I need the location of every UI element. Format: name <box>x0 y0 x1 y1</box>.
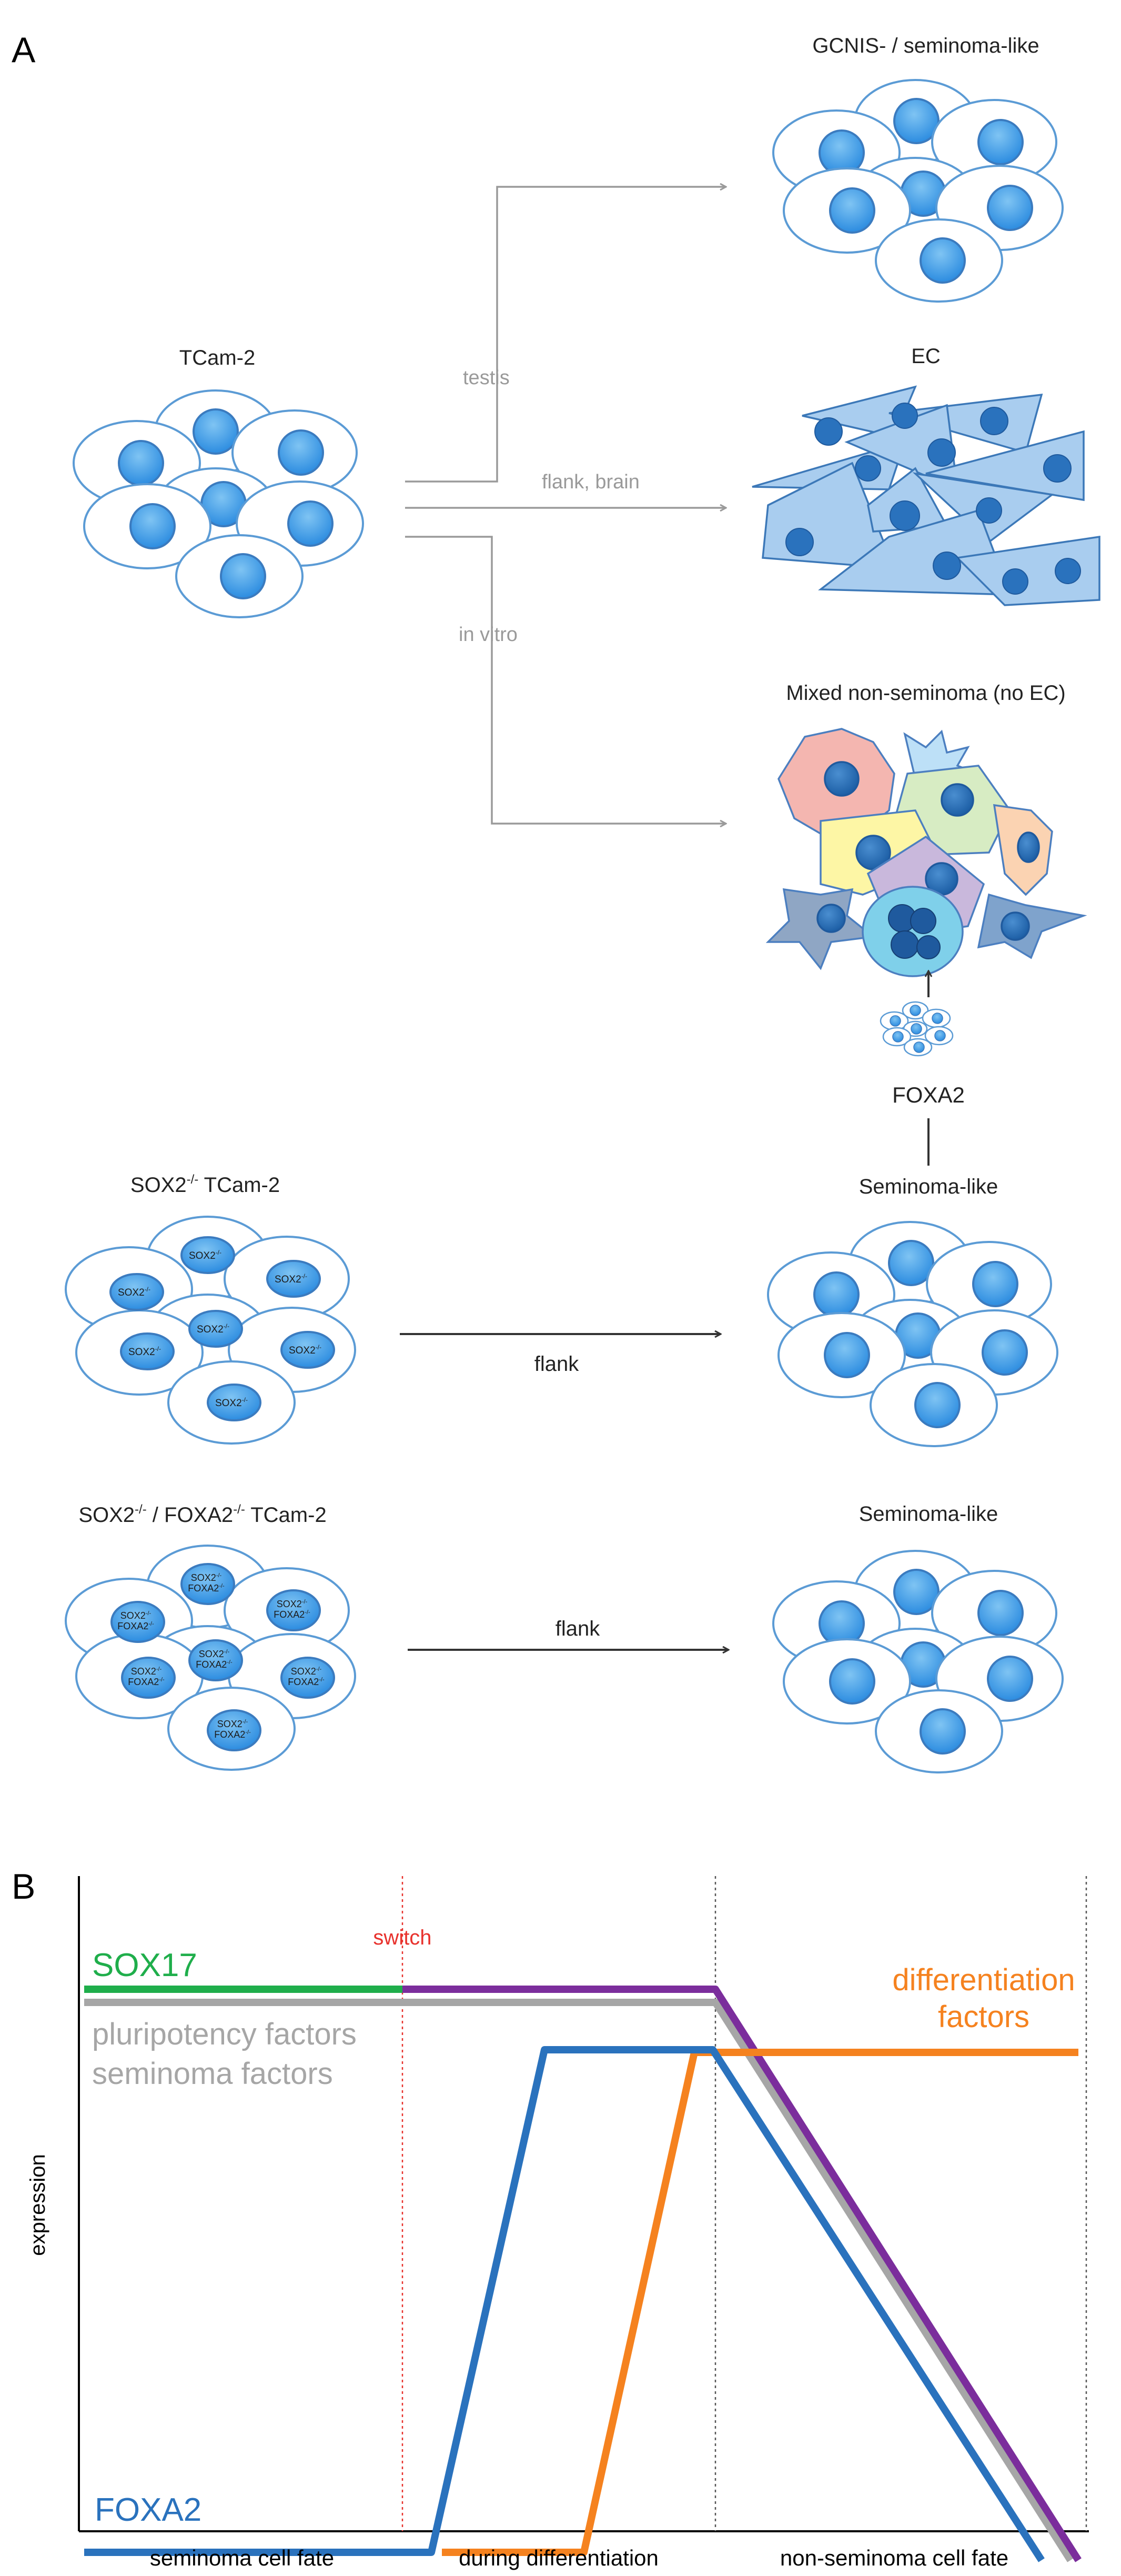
mixed-label: Mixed non-seminoma (no EC) <box>786 681 1065 705</box>
differentiation-factors-label: factors <box>938 2000 1029 2034</box>
pluripotency-curve <box>84 1999 1074 2562</box>
double-ko-cell-label: SOX2-/-FOXA2-/- <box>117 1610 154 1631</box>
seminoma-factors-label: seminoma factors <box>92 2057 333 2091</box>
seminoma-like-cluster-1 <box>767 1221 1058 1447</box>
phase-label-non-seminoma: non-seminoma cell fate <box>780 2545 1008 2570</box>
tcam2-cell-cluster <box>73 389 364 618</box>
double-ko-cell-label: SOX2-/-FOXA2-/- <box>214 1719 251 1740</box>
route-flank-brain-label: flank, brain <box>542 471 640 493</box>
sox2-cell-label: SOX2-/- <box>118 1286 150 1298</box>
arrow-to-mixed <box>405 536 726 824</box>
sox2-cell-label: SOX2-/- <box>189 1249 221 1261</box>
tcam2-label: TCam-2 <box>179 346 255 369</box>
double-ko-cell-label: SOX2-/-FOXA2-/- <box>274 1599 310 1620</box>
pluripotency-label: pluripotency factors <box>92 2017 357 2051</box>
switch-label: switch <box>373 1926 431 1949</box>
gcnis-cell-cluster <box>772 79 1064 303</box>
panel-a-label: A <box>12 30 36 70</box>
ec-cell-cluster <box>752 385 1100 606</box>
sox2-cell-label: SOX2-/- <box>128 1345 161 1358</box>
double-ko-route-label: flank <box>556 1617 600 1640</box>
route-in-vitro-label: in vitro <box>459 624 518 646</box>
gcnis-label: GCNIS- / seminoma-like <box>812 34 1039 57</box>
arrow-to-gcnis <box>405 187 726 483</box>
foxa2-small-cluster <box>880 1001 954 1057</box>
ec-label: EC <box>911 345 941 368</box>
phase-label-during: during differentiation <box>459 2545 659 2570</box>
seminoma-like-label-2: Seminoma-like <box>859 1502 998 1526</box>
double-ko-cell-label: SOX2-/-FOXA2-/- <box>188 1572 225 1593</box>
sox2-ko-title: SOX2-/- TCam-2 <box>130 1172 280 1197</box>
seminoma-like-label-1: Seminoma-like <box>859 1175 998 1198</box>
double-ko-cell-labels: SOX2-/-FOXA2-/- SOX2-/-FOXA2-/- SOX2-/-F… <box>117 1572 325 1740</box>
sox2-cell-label: SOX2-/- <box>275 1272 307 1285</box>
route-arrows <box>405 187 726 824</box>
seminoma-like-cluster-2 <box>772 1550 1064 1773</box>
sox2-ko-cell-cluster <box>65 1216 356 1445</box>
double-ko-cell-cluster <box>65 1545 356 1771</box>
foxa2-label: FOXA2 <box>892 1082 965 1107</box>
double-ko-title: SOX2-/- / FOXA2-/- TCam-2 <box>78 1502 326 1527</box>
expression-curves <box>84 1986 1082 2562</box>
sox2-cell-label: SOX2-/- <box>197 1322 229 1335</box>
sox2-ko-cell-labels: SOX2-/- SOX2-/- SOX2-/- SOX2-/- SOX2-/- … <box>118 1249 321 1409</box>
double-ko-cell-label: SOX2-/-FOXA2-/- <box>288 1666 325 1687</box>
mixed-cell-cluster <box>765 728 1087 977</box>
sox17-label: SOX17 <box>92 1947 197 1983</box>
sox2-ko-route-label: flank <box>534 1352 579 1376</box>
differentiation-curve <box>442 2049 1078 2556</box>
y-axis-label: expression <box>26 2154 49 2256</box>
route-testis-label: testis <box>463 367 510 389</box>
sox2-cell-label: SOX2-/- <box>289 1344 321 1356</box>
sox17-switched-curve <box>402 1986 1082 2562</box>
double-ko-cell-label: SOX2-/-FOXA2-/- <box>196 1649 233 1670</box>
differentiation-label: differentiation <box>892 1963 1075 1997</box>
panel-b-label: B <box>12 1867 35 1907</box>
foxa2-curve <box>84 2046 1045 2562</box>
phase-label-seminoma: seminoma cell fate <box>150 2545 334 2570</box>
foxa2-series-label: FOXA2 <box>95 2492 201 2528</box>
double-ko-cell-label: SOX2-/-FOXA2-/- <box>128 1666 165 1687</box>
sox2-cell-label: SOX2-/- <box>215 1396 248 1409</box>
